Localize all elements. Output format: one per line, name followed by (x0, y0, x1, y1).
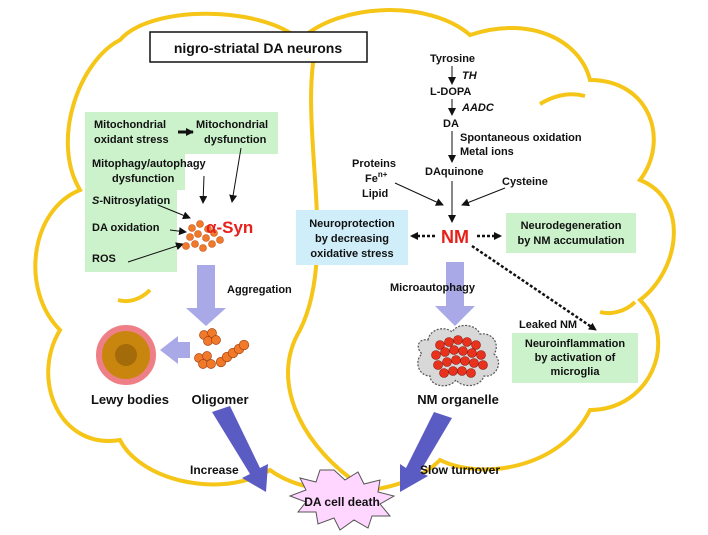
microautophagy-label: Microautophagy (390, 282, 476, 294)
nm-organelle (417, 324, 499, 387)
neuroinflammation-line1: Neuroinflammation (525, 338, 626, 350)
cloud-notch-right (599, 300, 637, 316)
s-nitrosylation-label: S-Nitrosylation (92, 195, 171, 207)
asyn-label: α-Syn (206, 218, 253, 237)
neurodegeneration-line1: Neurodegeneration (521, 220, 622, 232)
nm-granules (431, 335, 488, 378)
arrow-nitro-to-asyn (157, 204, 191, 220)
slow-turnover-arrow (400, 412, 452, 492)
oligomer-cluster-small (194, 328, 221, 369)
neuroinflammation-line3: microglia (551, 366, 601, 378)
nm-label: NM (441, 227, 469, 247)
cloud-notch-left (117, 288, 152, 304)
cell-death-label: DA cell death (304, 495, 380, 509)
mitophagy-line2: dysfunction (112, 173, 175, 185)
neuroprotection-box (296, 210, 408, 265)
neuron-cloud-outline (33, 8, 676, 494)
aggregation-label: Aggregation (227, 284, 292, 296)
mitophagy-box (85, 154, 185, 190)
oligomer-chain (215, 339, 250, 368)
aggregation-arrow (186, 265, 226, 326)
neurodegeneration-line2: by NM accumulation (518, 235, 625, 247)
lipid-label: Lipid (362, 188, 388, 200)
increase-label: Increase (190, 463, 239, 477)
neuroinflammation-box (512, 333, 638, 383)
cysteine-label: Cysteine (502, 176, 548, 188)
tyrosine-label: Tyrosine (430, 53, 475, 65)
mito-stress-line1: Mitochondrial (94, 119, 166, 131)
mitophagy-line1: Mitophagy/autophagy (92, 158, 207, 170)
neurodegeneration-box (506, 213, 636, 253)
lewy-bodies-label: Lewy bodies (91, 392, 169, 407)
title-box (149, 31, 368, 63)
cloud-divider (286, 36, 352, 480)
da-label: DA (443, 118, 459, 130)
neuroprotection-line1: Neuroprotection (309, 218, 395, 230)
daquinone-label: DAquinone (425, 166, 484, 178)
proteins-label: Proteins (352, 158, 396, 170)
arrow-mitophagy-to-asyn (199, 175, 208, 204)
asyn-particles (182, 220, 224, 252)
mito-stress-line2: oxidant stress (94, 134, 169, 146)
cloud-notch-top (538, 92, 586, 106)
arrow-oligomer-to-lewy (160, 336, 190, 364)
page-title: nigro-striatal DA neurons (174, 40, 342, 56)
mito-dysfunction-line1: Mitochondrial (196, 119, 268, 131)
neuroprotection-line3: oxidative stress (310, 248, 393, 260)
leaked-nm-label: Leaked NM (519, 319, 577, 331)
left-factors-box (85, 190, 177, 272)
da-oxidation-label: DA oxidation (92, 222, 160, 234)
mito-dysfunction-line2: dysfunction (204, 134, 267, 146)
neuroprotection-line2: by decreasing (315, 233, 389, 245)
arrow-daox-to-asyn (169, 227, 187, 236)
increase-arrow (212, 406, 268, 492)
aadc-label: AADC (461, 102, 495, 114)
lewy-body-core (115, 344, 137, 366)
spontaneous-label: Spontaneous oxidation (460, 132, 582, 144)
ros-label: ROS (92, 253, 116, 265)
arrow-cysteine-to-nm (461, 187, 506, 207)
fe-label: Fen+ (365, 170, 388, 185)
cell-death-burst (288, 469, 396, 531)
slow-turnover-label: Slow turnover (420, 463, 500, 477)
oligomer-label: Oligomer (191, 392, 248, 407)
ldopa-label: L-DOPA (430, 86, 471, 98)
arrow-dysfunction-to-asyn (229, 147, 242, 203)
neuroinflammation-line2: by activation of (535, 352, 616, 364)
microautophagy-arrow (435, 262, 475, 326)
arrow-nm-to-neuroinflammation (471, 244, 597, 332)
nm-organelle-label: NM organelle (417, 392, 499, 407)
arrow-components-to-nm (394, 182, 444, 206)
arrow-ros-to-asyn (127, 242, 184, 263)
metal-ions-label: Metal ions (460, 146, 514, 158)
th-label: TH (462, 70, 478, 82)
